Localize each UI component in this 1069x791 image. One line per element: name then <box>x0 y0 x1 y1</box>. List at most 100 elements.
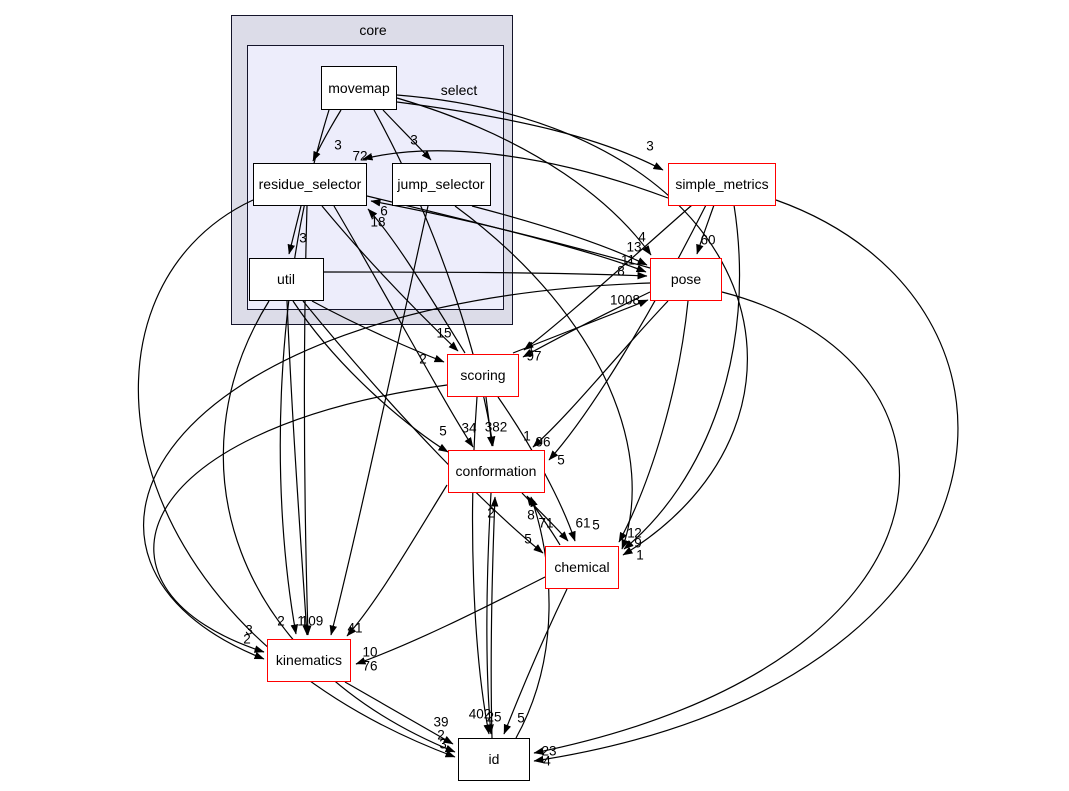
edge-label-movemap-to-jump_selector: 3 <box>410 132 418 148</box>
edge-label-id-to-conformation: 71 <box>538 515 554 531</box>
edge-label-residue_selector-to-kinematics: 109 <box>300 613 324 629</box>
edge-pose-to-id <box>533 291 901 755</box>
edge-label-movemap-to-conformation: 1 <box>523 428 531 444</box>
edge-label-conformation-to-id: 402 <box>468 706 492 722</box>
edge-label-chemical-to-id: 5 <box>517 710 525 726</box>
edge-movemap-to-chemical <box>396 94 748 556</box>
edge-simple_metrics-to-id <box>533 199 959 764</box>
edge-util-to-kinematics <box>286 300 311 636</box>
edge-label-jump_selector-to-kinematics: 41 <box>347 620 363 636</box>
edge-label-pose-to-id: 23 <box>541 743 557 759</box>
edge-conformation-to-kinematics <box>346 484 448 637</box>
edge-residue_selector-to-conformation <box>333 205 474 448</box>
edge-label-chemical-to-kinematics: 76 <box>362 658 378 674</box>
edge-label-simple_metrics-to-id: 4 <box>543 753 551 769</box>
edge-residue_selector-to-id <box>137 199 456 758</box>
edge-label-scoring-to-chemical: 5 <box>592 517 600 533</box>
edge-simple_metrics-to-conformation <box>548 204 707 461</box>
edge-label-scoring-to-pose: 1008 <box>609 292 641 308</box>
edge-label-scoring-to-kinematics: 3 <box>245 622 253 638</box>
edge-label-simple_metrics-to-scoring: 1 <box>527 339 535 355</box>
edge-label-movemap-to-kinematics: 2 <box>277 613 285 629</box>
edge-label-simple_metrics-to-residue_selector: 72 <box>352 148 368 164</box>
edge-label-simple_metrics-to-pose: 60 <box>700 232 716 248</box>
edge-label-util-to-conformation: 5 <box>439 423 447 439</box>
edge-label-movemap-to-pose: 4 <box>638 229 646 245</box>
edge-id-to-conformation <box>490 496 499 739</box>
edge-label-residue_selector-to-pose: 11 <box>620 252 636 268</box>
edge-label-pose-to-conformation: 96 <box>535 434 551 450</box>
edge-conformation-to-id <box>486 492 494 735</box>
edge-scoring-to-id <box>471 396 491 735</box>
edge-label-pose-to-kinematics: 2 <box>243 631 251 647</box>
edge-jump_selector-to-kinematics <box>329 205 429 636</box>
edge-label-jump_selector-to-chemical: 1 <box>627 525 635 541</box>
edge-scoring-to-kinematics <box>153 384 448 653</box>
edge-util-to-chemical <box>302 300 544 554</box>
cluster-core-label: core <box>359 22 387 38</box>
edge-util-to-pose <box>322 271 648 280</box>
edge-pose-to-chemical <box>618 300 689 543</box>
edge-label-movemap-to-residue_selector: 3 <box>334 137 342 153</box>
edge-pose-to-scoring <box>522 291 651 358</box>
edge-util-to-scoring <box>311 300 445 363</box>
edge-movemap-to-simple_metrics <box>396 101 664 171</box>
edge-chemical-to-conformation <box>526 495 561 546</box>
edge-label-kinematics-to-id: 39 <box>433 714 449 730</box>
edge-label-residue_selector-to-util: 3 <box>299 230 307 246</box>
edge-id-to-conformation <box>515 496 550 739</box>
edge-label-chemical-to-conformation: 8 <box>527 507 535 523</box>
edge-label-conformation-to-chemical: 61 <box>575 515 591 531</box>
edge-chemical-to-kinematics <box>355 576 546 665</box>
node-residue_selector[interactable]: residue_selector <box>253 162 367 206</box>
node-chemical[interactable]: chemical <box>545 545 619 589</box>
edge-label-util-to-kinematics: 1 <box>297 613 305 629</box>
edge-simple_metrics-to-chemical <box>623 204 741 550</box>
edge-util-to-id <box>222 300 456 753</box>
edge-label-scoring-to-conformation: 382 <box>484 419 508 435</box>
node-scoring[interactable]: scoring <box>447 353 519 397</box>
edge-label-movemap-to-chemical: 1 <box>636 547 644 563</box>
edge-simple_metrics-to-pose <box>696 204 715 255</box>
edge-jump_selector-to-pose <box>471 205 648 266</box>
node-pose[interactable]: pose <box>650 257 722 301</box>
node-conformation[interactable]: conformation <box>447 449 545 493</box>
edge-label-residue_selector-to-scoring: 15 <box>436 325 452 341</box>
edge-simple_metrics-to-residue_selector <box>362 150 669 199</box>
edge-movemap-to-conformation <box>373 109 496 447</box>
edge-pose-to-conformation <box>532 300 669 448</box>
edge-scoring-to-conformation <box>485 396 495 447</box>
edge-pose-to-kinematics <box>143 282 651 660</box>
node-simple_metrics[interactable]: simple_metrics <box>668 162 776 206</box>
edge-label-scoring-to-id: 25 <box>486 709 502 725</box>
edge-label-simple_metrics-to-chemical: 2 <box>634 525 642 541</box>
edge-jump_selector-to-chemical <box>454 205 633 550</box>
edge-util-to-conformation <box>292 300 449 453</box>
edge-label-simple_metrics-to-conformation: 5 <box>557 452 565 468</box>
edge-label-util-to-chemical: 5 <box>524 531 532 547</box>
node-movemap[interactable]: movemap <box>321 66 397 110</box>
edge-label-util-to-scoring: 2 <box>419 351 427 367</box>
edge-movemap-to-residue_selector <box>312 109 342 162</box>
edge-label-pose-to-chemical: 9 <box>634 535 642 551</box>
edge-movemap-to-pose <box>396 97 652 256</box>
edge-pose-to-residue_selector <box>370 198 651 269</box>
edge-simple_metrics-to-scoring <box>523 204 693 351</box>
edge-label-util-to-id: 2 <box>437 727 445 743</box>
node-kinematics[interactable]: kinematics <box>267 638 351 682</box>
node-id[interactable]: id <box>458 737 530 781</box>
edge-residue_selector-to-util <box>287 205 302 255</box>
node-jump_selector[interactable]: jump_selector <box>391 162 491 206</box>
edge-label-id-to-conformation: 2 <box>487 505 495 521</box>
node-util[interactable]: util <box>248 257 324 301</box>
edge-movemap-to-jump_selector <box>382 109 432 161</box>
edge-label-movemap-to-simple_metrics: 3 <box>646 138 654 154</box>
edge-label-residue_selector-to-conformation: 34 <box>461 420 477 436</box>
edge-label-conformation-to-kinematics: 10 <box>362 644 378 660</box>
edge-label-pose-to-residue_selector: 6 <box>380 203 388 219</box>
edge-chemical-to-id <box>503 588 568 735</box>
edge-scoring-to-residue_selector <box>367 208 466 354</box>
cluster-select-label: select <box>440 82 478 98</box>
